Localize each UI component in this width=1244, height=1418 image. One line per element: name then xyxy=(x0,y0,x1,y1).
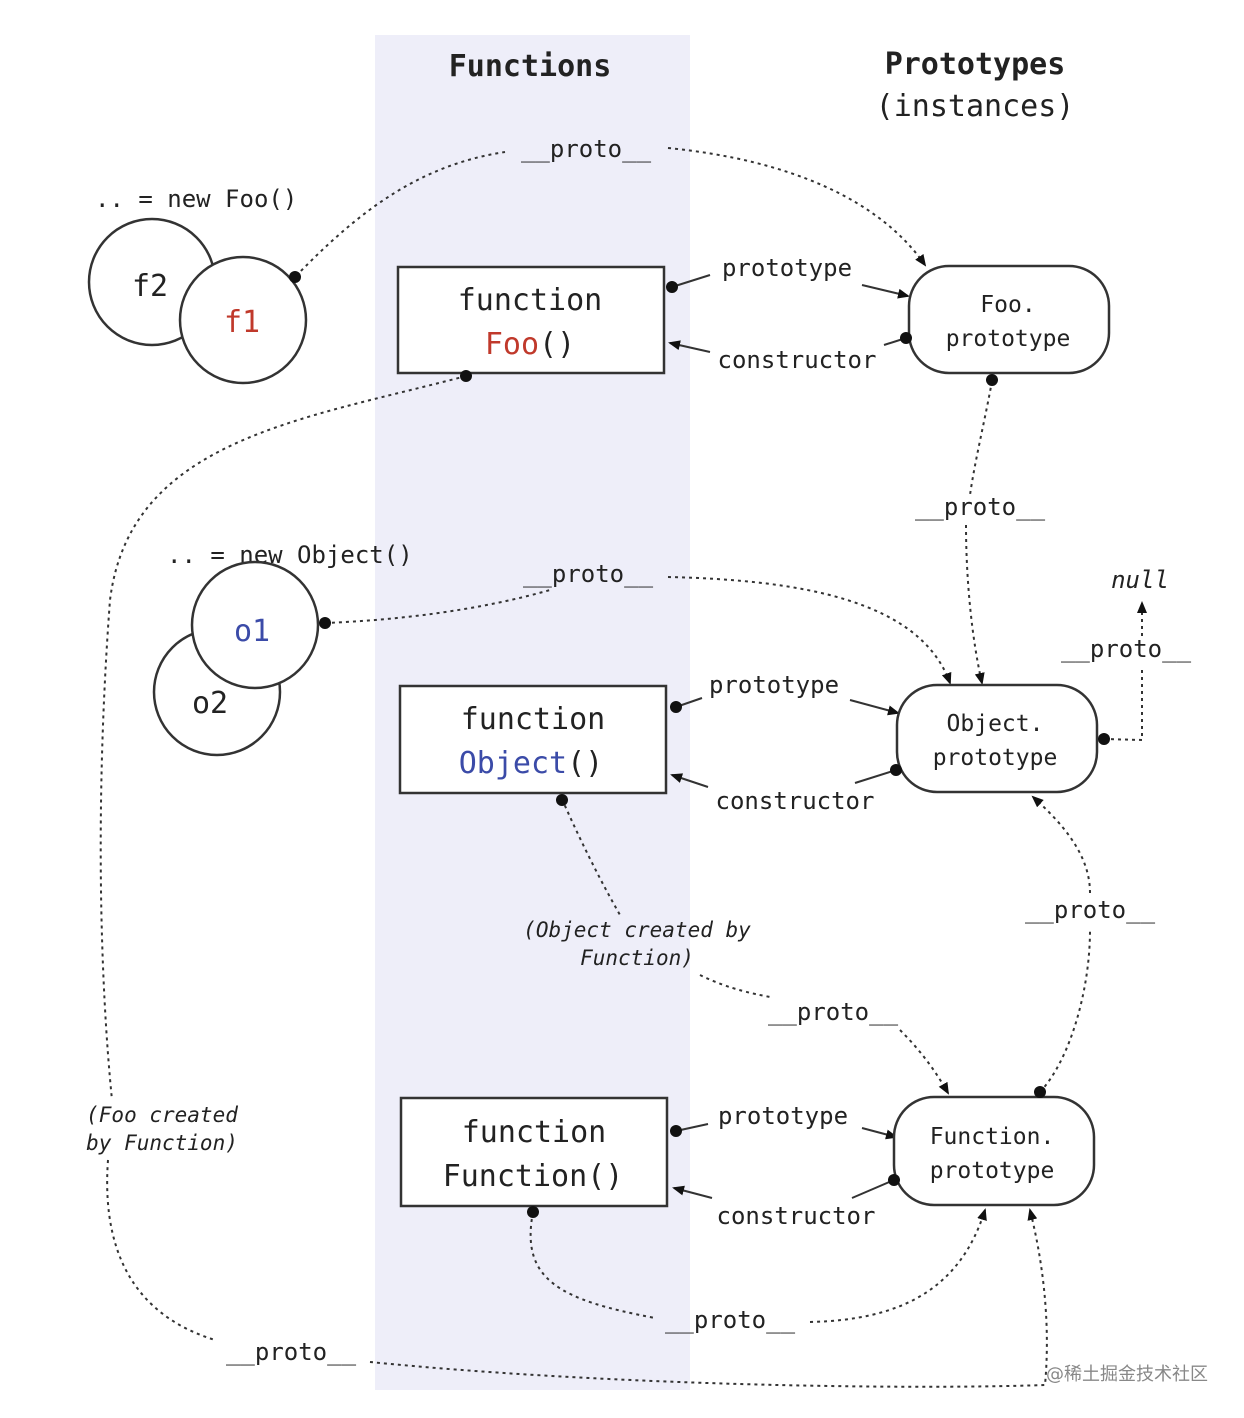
foo-prototype-line2: prototype xyxy=(946,326,1071,352)
function-foo-keyword: function xyxy=(458,283,603,318)
foo-prototype-node xyxy=(907,264,1111,375)
function-object-box xyxy=(398,684,668,795)
link-object-created-3 xyxy=(899,1029,949,1095)
dot-object-prototype xyxy=(670,701,682,713)
link-f1-proto-2 xyxy=(667,147,927,267)
function-prototype-line1: Function. xyxy=(930,1124,1055,1150)
object-prototype-line2: prototype xyxy=(933,745,1058,771)
proto-label-fooproto: __proto__ xyxy=(915,493,1046,521)
dot-foo-bottom xyxy=(460,370,472,382)
instance-o1-label: o1 xyxy=(234,614,270,649)
proto-label-funcproto: __proto__ xyxy=(1025,896,1156,924)
foo-prototype-line1: Foo. xyxy=(980,292,1035,318)
function-object-name: Object() xyxy=(459,746,604,781)
constructor-label-object: constructor xyxy=(716,787,875,815)
proto-label-o1: __proto__ xyxy=(523,560,654,588)
link-object-created-2 xyxy=(699,974,771,998)
dot-funcproto-constructor xyxy=(888,1174,900,1186)
link-object-constructor xyxy=(854,769,897,784)
object-created-note-1: (Object created by xyxy=(523,918,751,942)
dot-funcproto-top xyxy=(1034,1086,1046,1098)
dot-function-prototype xyxy=(670,1125,682,1137)
link-object-created xyxy=(561,798,621,916)
dot-function-bottom xyxy=(527,1206,539,1218)
instance-o1 xyxy=(190,560,320,690)
proto-label-f1: __proto__ xyxy=(521,135,652,163)
instance-f2-label: f2 xyxy=(132,269,168,304)
dot-f1 xyxy=(289,271,301,283)
object-created-note-2: Function) xyxy=(580,946,694,970)
link-function-proto xyxy=(529,1211,656,1319)
link-function-constructor xyxy=(851,1179,895,1199)
function-prototype-node xyxy=(892,1095,1096,1207)
link-function-constructor-2 xyxy=(672,1185,713,1199)
functions-header: Functions xyxy=(449,49,612,84)
function-foo-box xyxy=(396,265,666,375)
link-foo-created xyxy=(99,375,467,1101)
dot-objectproto-constructor xyxy=(890,764,902,776)
link-funcproto-proto xyxy=(1039,929,1091,1093)
constructor-label-foo: constructor xyxy=(718,346,877,374)
proto-label-null: __proto__ xyxy=(1061,635,1192,663)
prototypes-header: Prototypes xyxy=(885,47,1066,82)
object-prototype-node xyxy=(895,683,1099,794)
instance-o2-label: o2 xyxy=(192,686,228,721)
dot-fooproto-bottom xyxy=(986,374,998,386)
link-objectproto-null xyxy=(1103,668,1143,742)
watermark: @稀土掘金技术社区 xyxy=(1046,1364,1208,1385)
foo-created-note-2: by Function) xyxy=(86,1131,238,1155)
link-funcproto-proto-2 xyxy=(1031,795,1091,894)
dot-objectproto-right xyxy=(1098,733,1110,745)
function-object-keyword: function xyxy=(461,702,606,737)
constructor-label-function: constructor xyxy=(717,1202,876,1230)
object-prototype-line1: Object. xyxy=(947,711,1044,737)
new-object-label: .. = new Object() xyxy=(167,541,413,569)
proto-label-object-created: __proto__ xyxy=(768,998,899,1026)
link-fooproto-proto xyxy=(969,380,993,496)
function-function-box xyxy=(399,1096,669,1208)
prototype-label-function: prototype xyxy=(718,1102,848,1130)
object-parens-text: () xyxy=(567,746,603,781)
prototype-label-object: prototype xyxy=(709,671,839,699)
dot-object-bottom xyxy=(556,794,568,806)
link-f1-proto xyxy=(295,151,506,277)
foo-created-note-1: (Foo created xyxy=(86,1103,238,1127)
link-foo-prototype-2 xyxy=(861,284,910,299)
dot-o1 xyxy=(319,617,331,629)
proto-label-function: __proto__ xyxy=(665,1306,796,1334)
object-name-text: Object xyxy=(459,746,567,781)
null-label: null xyxy=(1111,566,1169,594)
instance-f1-label: f1 xyxy=(224,305,260,340)
link-foo-constructor-2 xyxy=(668,340,711,353)
link-fooproto-proto-2 xyxy=(965,524,985,685)
instances-subheader: (instances) xyxy=(876,89,1075,124)
function-prototype-line2: prototype xyxy=(930,1158,1055,1184)
new-foo-label: .. = new Foo() xyxy=(95,185,297,213)
function-function-keyword: function xyxy=(462,1115,607,1150)
function-foo-name: Foo() xyxy=(485,327,575,362)
proto-label-foo-created: __proto__ xyxy=(226,1338,357,1366)
link-foo-prototype xyxy=(671,274,711,288)
link-function-prototype-2 xyxy=(861,1127,898,1140)
link-o1-proto-2 xyxy=(667,576,952,685)
link-foo-created-3 xyxy=(369,1208,1048,1388)
link-object-constructor-2 xyxy=(670,773,709,788)
dot-fooproto-constructor xyxy=(900,332,912,344)
prototype-label-foo: prototype xyxy=(722,254,852,282)
foo-name-text: Foo xyxy=(485,327,539,362)
foo-parens-text: () xyxy=(539,327,575,362)
link-foo-created-2 xyxy=(106,1159,216,1341)
link-o1-proto xyxy=(324,589,551,624)
function-function-name: Function() xyxy=(443,1159,624,1194)
link-object-prototype-2 xyxy=(849,699,900,716)
instance-f1 xyxy=(178,255,308,385)
dot-foo-prototype xyxy=(666,281,678,293)
